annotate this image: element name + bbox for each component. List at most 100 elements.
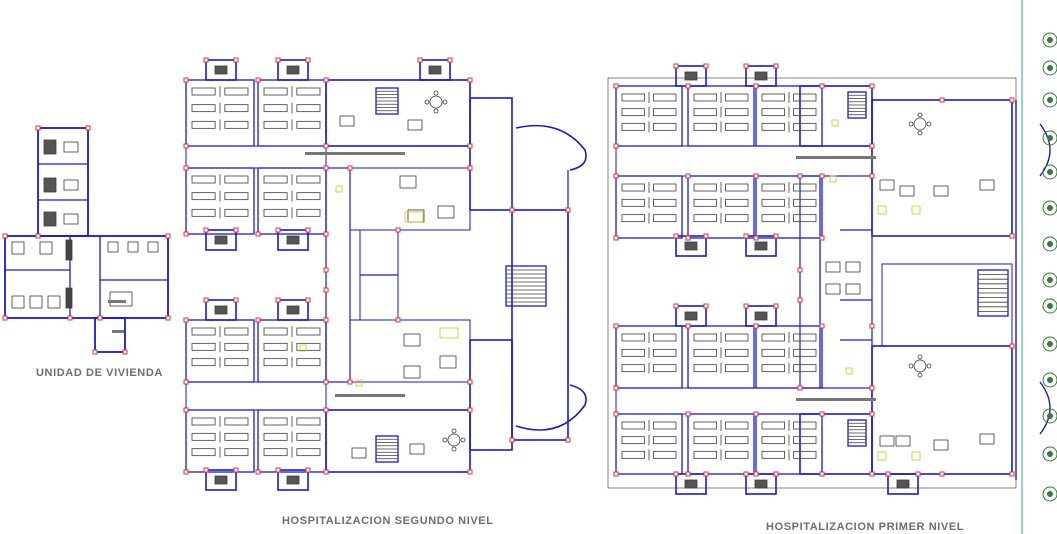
- bed: [761, 198, 785, 207]
- bathroom-pod: [205, 59, 237, 81]
- column: [305, 297, 311, 303]
- structural-columns: [2, 57, 1015, 477]
- desk: [63, 213, 79, 225]
- bathroom-pod: [745, 235, 777, 257]
- bed: [191, 192, 216, 201]
- column: [275, 227, 281, 233]
- column: [819, 323, 825, 329]
- column: [753, 83, 759, 89]
- bed: [653, 333, 677, 342]
- bed: [761, 348, 785, 357]
- column: [183, 379, 189, 385]
- column: [183, 77, 189, 83]
- column: [753, 471, 759, 477]
- tree-symbol: [1047, 241, 1053, 247]
- column: [467, 469, 473, 475]
- fixture: [107, 241, 119, 253]
- column: [797, 267, 803, 273]
- column: [35, 125, 41, 131]
- column: [939, 471, 945, 477]
- toilet-fixture: [684, 479, 698, 489]
- bed: [693, 333, 717, 342]
- column: [323, 317, 329, 323]
- bed: [725, 214, 749, 223]
- bed: [263, 87, 288, 96]
- bed: [693, 421, 717, 430]
- tree-symbol: [1042, 336, 1057, 352]
- toilet-fixture: [286, 475, 300, 485]
- furniture: [979, 179, 995, 191]
- bed: [793, 198, 817, 207]
- chair: [424, 99, 430, 105]
- bed: [693, 436, 717, 445]
- column: [203, 57, 209, 63]
- corridor: [185, 381, 327, 411]
- column: [613, 323, 619, 329]
- column: [323, 267, 329, 273]
- column: [305, 227, 311, 233]
- column: [869, 143, 875, 149]
- bed: [653, 198, 677, 207]
- column: [613, 83, 619, 89]
- column: [797, 173, 803, 179]
- bed: [263, 175, 288, 184]
- bed: [621, 421, 645, 430]
- bed: [224, 120, 249, 129]
- bathroom-pod: [205, 299, 237, 321]
- column: [183, 143, 189, 149]
- column: [753, 235, 759, 241]
- nurse-station-top: [349, 167, 471, 231]
- tree-symbol: [1042, 92, 1057, 108]
- column: [743, 303, 749, 309]
- column: [203, 227, 209, 233]
- bed: [693, 348, 717, 357]
- bathroom-pod: [205, 469, 237, 491]
- column: [673, 63, 679, 69]
- fixture: [29, 295, 43, 309]
- room-tag: [796, 398, 876, 401]
- chair: [908, 363, 914, 369]
- annex-bottom: [469, 339, 513, 451]
- bed: [191, 358, 216, 367]
- column: [565, 437, 571, 443]
- fixture: [11, 241, 25, 255]
- bed: [653, 214, 677, 223]
- bed: [263, 120, 288, 129]
- bed: [761, 333, 785, 342]
- column: [92, 349, 98, 355]
- accent-chair: [877, 451, 887, 461]
- desk: [409, 443, 425, 455]
- bed: [793, 333, 817, 342]
- column: [323, 469, 329, 475]
- column: [1009, 97, 1015, 103]
- column: [275, 57, 281, 63]
- bed: [224, 208, 249, 217]
- bed: [296, 192, 321, 201]
- tree-symbol: [1042, 298, 1057, 314]
- bed: [263, 342, 288, 351]
- bed: [621, 108, 645, 117]
- column: [1009, 343, 1015, 349]
- room-tag: [112, 330, 124, 333]
- bed: [693, 183, 717, 192]
- bed: [224, 417, 249, 426]
- furniture: [437, 205, 455, 219]
- column: [869, 83, 875, 89]
- bed: [761, 421, 785, 430]
- column: [255, 317, 261, 323]
- fixture: [11, 295, 25, 309]
- bed: [725, 348, 749, 357]
- bed: [296, 342, 321, 351]
- toilet-fixture: [896, 479, 910, 489]
- bed: [761, 364, 785, 373]
- column: [819, 235, 825, 241]
- bed: [43, 211, 57, 227]
- column: [255, 77, 261, 83]
- bed: [725, 364, 749, 373]
- bed: [224, 432, 249, 441]
- bathroom-pod: [675, 305, 707, 327]
- room-tag: [796, 156, 876, 159]
- bed: [693, 93, 717, 102]
- column: [773, 471, 779, 477]
